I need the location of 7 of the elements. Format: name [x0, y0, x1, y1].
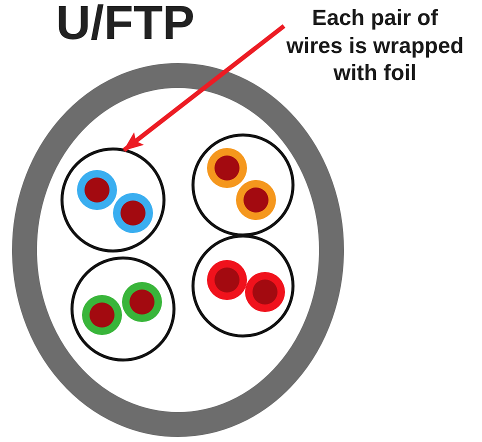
foil-wrapped-pair — [191, 234, 295, 338]
foil-wrapped-pair — [191, 133, 295, 237]
title: U/FTP — [56, 0, 195, 49]
callout-text: Each pair of wires is wrapped with foil — [284, 4, 466, 86]
foil-wrapped-pair — [60, 147, 166, 253]
leader-arrow — [122, 24, 286, 152]
foil-wrapped-pair — [70, 256, 176, 362]
